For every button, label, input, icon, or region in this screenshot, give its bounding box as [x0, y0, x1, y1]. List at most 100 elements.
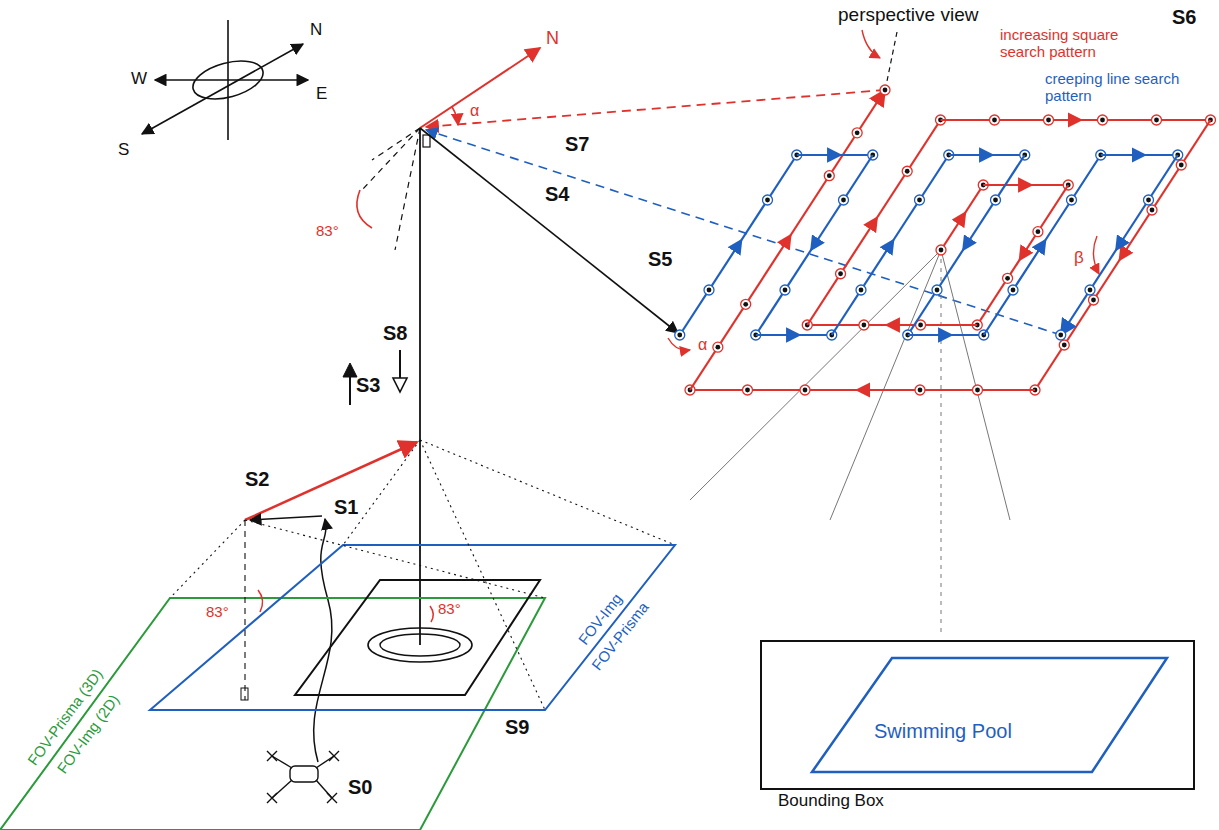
creeping-line-path: [756, 334, 832, 336]
waypoint-ring: [800, 385, 810, 395]
waypoint-ring: [704, 285, 714, 295]
step-number: S0: [348, 776, 372, 799]
waypoint-dot: [1062, 343, 1067, 348]
waypoint-ring: [990, 115, 1000, 125]
waypoint-ring: [1089, 295, 1099, 305]
creeping-line-path: [908, 155, 1025, 335]
compass: [142, 20, 308, 140]
waypoint-ring: [859, 320, 869, 330]
waypoint-dot: [992, 118, 997, 123]
angle-label: α: [470, 102, 479, 120]
waypoint-dot: [677, 333, 682, 338]
waypoint-dot: [803, 388, 808, 393]
waypoint-ring: [1033, 227, 1043, 237]
waypoint-dot: [1179, 163, 1184, 168]
waypoint-dot: [1005, 276, 1010, 281]
waypoint-ring: [1144, 195, 1154, 205]
waypoint-dot: [838, 271, 843, 276]
waypoint-dot: [841, 198, 846, 203]
waypoint-ring: [902, 166, 912, 176]
waypoint-dot: [765, 198, 770, 203]
waypoint-ring: [936, 245, 946, 255]
waypoint-ring: [1008, 285, 1018, 295]
compass-point: W: [131, 69, 147, 89]
pool-outline: Swimming Pool: [792, 654, 1172, 774]
expanding-square-path: [807, 324, 977, 326]
waypoint-ring: [973, 385, 983, 395]
expanding-square-path: [983, 184, 1068, 186]
waypoint-dot: [1091, 298, 1096, 303]
expanding-square-path: [690, 90, 885, 390]
waypoint-dot: [827, 173, 832, 178]
step-number: S9: [505, 716, 529, 739]
angle-label: 83°: [316, 222, 339, 239]
box-title: Bounding Box: [778, 791, 884, 811]
waypoint-dot: [862, 323, 867, 328]
step-number: S5: [648, 248, 672, 271]
expanding-square-path: [941, 185, 983, 250]
waypoint-dot: [1150, 208, 1155, 213]
waypoint-ring: [915, 385, 925, 395]
waypoint-ring: [836, 269, 846, 279]
creeping-line-path: [680, 155, 797, 335]
waypoint-ring: [1098, 115, 1108, 125]
waypoint-ring: [932, 285, 942, 295]
step-number: S1: [334, 496, 358, 519]
waypoint-ring: [1059, 340, 1069, 350]
waypoint-dot: [1069, 198, 1074, 203]
waypoint-dot: [993, 198, 998, 203]
waypoint-dot: [1058, 333, 1063, 338]
pool-label: Swimming Pool: [874, 720, 1012, 743]
waypoint-dot: [783, 288, 788, 293]
compass-point: E: [316, 84, 327, 104]
compass-point: S: [118, 140, 129, 160]
pool-shape: [792, 654, 1172, 774]
waypoint-dot: [1046, 118, 1051, 123]
pattern-name: creeping line search pattern: [1045, 70, 1185, 105]
step-number: S2: [245, 468, 269, 491]
step-number: S7: [565, 133, 589, 156]
waypoint-dot: [883, 88, 888, 93]
waypoint-dot: [1036, 229, 1041, 234]
waypoint-ring: [675, 330, 685, 340]
compass-point: N: [310, 20, 322, 40]
waypoint-ring: [780, 285, 790, 295]
creeping-line-path: [1061, 155, 1178, 335]
waypoint-dot: [855, 130, 860, 135]
pattern-name: increasing square search pattern: [1000, 26, 1165, 61]
waypoint-ring: [1003, 273, 1013, 283]
creeping-line-path: [949, 154, 1025, 156]
waypoint-ring: [1044, 115, 1054, 125]
step-number: S6: [1172, 6, 1196, 29]
waypoint-ring: [880, 85, 890, 95]
step-number: S8: [383, 322, 407, 345]
waypoint-dot: [1088, 288, 1093, 293]
waypoint-dot: [918, 388, 923, 393]
waypoint-ring: [852, 128, 862, 138]
waypoint-ring: [763, 195, 773, 205]
waypoint-dot: [975, 388, 980, 393]
waypoint-ring: [1152, 115, 1162, 125]
waypoint-dot: [1100, 118, 1105, 123]
waypoint-dot: [1146, 198, 1151, 203]
waypoint-ring: [839, 195, 849, 205]
waypoint-dot: [1011, 288, 1016, 293]
creeping-line-path: [1101, 154, 1178, 156]
view-note: perspective view: [838, 4, 978, 26]
expanding-square-path: [1035, 120, 1211, 390]
creeping-line-path: [908, 334, 984, 336]
creeping-line-path: [984, 155, 1101, 335]
pool-sketch: [295, 580, 540, 695]
waypoint-ring: [741, 299, 751, 309]
waypoint-dot: [1154, 118, 1159, 123]
drone-sketch: [267, 751, 339, 803]
waypoint-ring: [1067, 195, 1077, 205]
angle-label: 83°: [206, 603, 229, 620]
expanding-square-path: [690, 389, 1035, 391]
angle-label: β: [1074, 248, 1084, 268]
step-number: S4: [545, 183, 569, 206]
waypoint-dot: [745, 388, 750, 393]
waypoint-dot: [707, 288, 712, 293]
waypoint-ring: [1147, 205, 1157, 215]
